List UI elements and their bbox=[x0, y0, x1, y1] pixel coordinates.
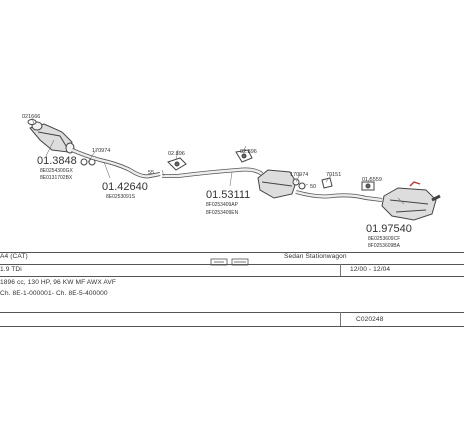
engine-spec: 1896 cc, 130 HP, 96 KW MF AWX AVF bbox=[0, 279, 117, 286]
body-type: Sedan Stationwagon bbox=[284, 253, 347, 260]
label-8e0253: 8E0253091S bbox=[106, 194, 136, 200]
part-number-4: 01.97540 bbox=[366, 223, 412, 235]
label-55: 55 bbox=[148, 170, 154, 176]
label-8f0253-en: 8F0253409EN bbox=[206, 210, 239, 216]
gasket-icon bbox=[27, 119, 37, 125]
label-8e0254: 8E0254300GX bbox=[40, 168, 73, 174]
production-dates: 12/00 - 12/04 bbox=[350, 266, 391, 273]
label-8f0253-ap: 8F0253409AP bbox=[206, 202, 239, 208]
front-pipe bbox=[71, 148, 161, 179]
hanger-icon-2 bbox=[235, 149, 253, 163]
diagram-code: C020248 bbox=[356, 316, 384, 323]
label-8f0253-ba: 8F0253609BA bbox=[368, 243, 401, 249]
label-170974: 170974 bbox=[92, 148, 110, 154]
clamp-icon-1 bbox=[80, 158, 96, 166]
car-body-icon bbox=[210, 254, 250, 272]
column-divider bbox=[340, 312, 341, 326]
model-name: A4 (CAT) bbox=[0, 253, 28, 260]
part-number-1: 01.3848 bbox=[37, 155, 77, 167]
table-divider bbox=[0, 276, 464, 277]
hanger-icon-4 bbox=[361, 181, 375, 191]
table-divider bbox=[0, 326, 464, 327]
middle-pipe bbox=[162, 167, 264, 178]
label-02896: 02.896 bbox=[168, 151, 185, 157]
rear-silencer bbox=[381, 181, 441, 221]
part-number-2: 01.42640 bbox=[102, 181, 148, 193]
label-8e0131: 8E0131702BX bbox=[40, 175, 73, 181]
engine: 1.9 TDi bbox=[0, 266, 22, 273]
chassis-range: Ch. 8E-1-000001- Ch. 8E-5-400000 bbox=[0, 290, 108, 297]
hanger-icon-1 bbox=[167, 157, 187, 171]
label-170974-b: 170974 bbox=[290, 172, 308, 178]
label-02896-b: 02.896 bbox=[240, 149, 257, 155]
column-divider bbox=[340, 264, 341, 276]
vehicle-info-table: A4 (CAT) Sedan Stationwagon 1.9 TDi 12/0… bbox=[0, 252, 464, 352]
rear-pipe bbox=[295, 190, 383, 202]
table-divider bbox=[0, 312, 464, 313]
part-number-3: 01.53111 bbox=[206, 189, 250, 201]
label-8e0253-cf: 8E0253609CF bbox=[368, 236, 400, 242]
hanger-icon-3 bbox=[321, 177, 333, 189]
table-divider bbox=[0, 252, 464, 253]
catalytic-converter bbox=[29, 121, 75, 154]
label-50: 50 bbox=[310, 184, 316, 190]
clamp-icon-2 bbox=[292, 178, 306, 190]
table-divider bbox=[0, 264, 464, 265]
label-021666: 021666 bbox=[22, 114, 40, 120]
label-70151: 70151 bbox=[326, 172, 341, 178]
exhaust-diagram: 021666 01.3848 8E0254300GX 8E0131702BX 1… bbox=[22, 114, 441, 249]
label-015559: 01.5559 bbox=[362, 177, 382, 183]
middle-silencer bbox=[257, 169, 297, 199]
